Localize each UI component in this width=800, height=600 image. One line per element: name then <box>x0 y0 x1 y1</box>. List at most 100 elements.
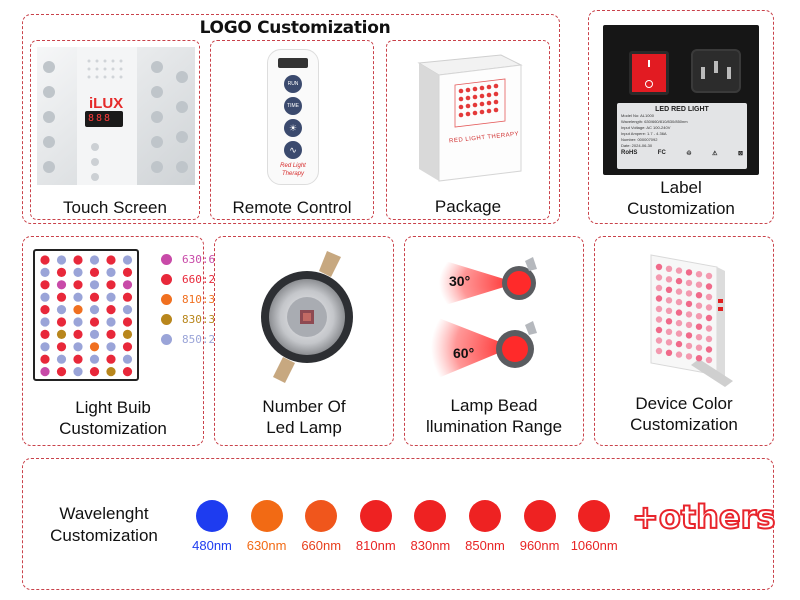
label-caption-line1: Label <box>660 178 702 197</box>
device-led-dot <box>665 265 673 272</box>
wavelength-dot-icon <box>359 500 392 532</box>
bulb-layout-diagram <box>33 249 139 381</box>
touch-screen-display: 888 <box>88 113 113 124</box>
legend-label: 850:24 <box>182 333 222 346</box>
bulb-dot <box>89 329 100 339</box>
weee-icon: ⊠ <box>737 151 743 157</box>
device-led-dot <box>695 313 703 320</box>
device-led-dot <box>695 334 703 341</box>
device-led-dot <box>695 323 703 330</box>
wavelength-dot-icon <box>469 500 501 532</box>
rohs-mark: RoHS <box>621 150 638 156</box>
wavelength-dot-icon <box>523 500 556 532</box>
bulb-dot <box>40 255 50 265</box>
device-led-dot <box>685 300 693 308</box>
label-plate-title: LED RED LIGHT <box>655 106 709 113</box>
bulb-dot <box>106 292 116 302</box>
device-led-dot <box>705 272 713 280</box>
bulb-dot <box>106 305 116 315</box>
device-led-dot <box>655 337 663 344</box>
bulb-dot <box>122 292 133 302</box>
device-led-dot <box>675 298 683 306</box>
device-led-dot <box>705 293 713 301</box>
label-customization-panel: LED RED LIGHT Model No: AL1000 Wavelengt… <box>588 10 774 224</box>
remote-sun-button: ☀ <box>284 119 302 137</box>
device-led-dot <box>685 290 693 297</box>
device-led-dot <box>675 319 683 327</box>
label-plate-line: Input Ampere: 1.7 - 4.36A <box>621 131 667 136</box>
device-led-dot <box>655 326 663 334</box>
wavelength-item: 480nm <box>182 500 242 553</box>
legend-item: 810:3 <box>161 293 215 306</box>
remote-control-caption: Remote Control <box>232 198 352 217</box>
device-color-caption-line1: Device Color <box>635 394 733 413</box>
wavelength-dot-icon <box>196 500 228 532</box>
wavelength-item: 960nm <box>510 500 570 553</box>
warning-icon: ⚠ <box>712 151 718 157</box>
device-led-dot <box>705 314 713 322</box>
device-color-image <box>650 254 733 387</box>
bulb-dot <box>106 317 116 327</box>
others-label: +others <box>631 497 776 537</box>
device-led-dot <box>685 279 693 287</box>
bulb-dot <box>89 267 100 277</box>
bulb-dot <box>89 317 100 327</box>
legend-item: 850:24 <box>161 333 222 346</box>
recycle-icon: ♲ <box>686 151 692 157</box>
remote-brand-line1: Red Light <box>280 163 306 169</box>
device-led-dot <box>695 302 703 309</box>
bulb-dot <box>73 367 83 377</box>
bulb-dot <box>40 267 50 277</box>
logo-customization-title: LOGO Customization <box>150 18 440 38</box>
device-led-dot <box>685 332 693 339</box>
device-led-dot <box>665 328 673 335</box>
bulb-dot <box>73 267 83 277</box>
bulb-dot <box>89 354 100 364</box>
device-led-dot <box>695 344 703 351</box>
device-led-dot <box>685 311 693 318</box>
device-led-dot <box>675 340 683 348</box>
device-led-dot <box>665 286 673 293</box>
device-led-dot <box>655 284 663 292</box>
lamp-bead-panel: 30° 60° Lamp Bead llumination Range <box>404 236 584 446</box>
bulb-dot <box>73 342 83 352</box>
bulb-caption-line1: Light Buib <box>75 398 151 417</box>
touch-screen-caption: Touch Screen <box>63 198 167 217</box>
bulb-dot <box>106 280 116 290</box>
device-led-dot <box>695 271 703 278</box>
device-led-dot <box>685 353 693 360</box>
label-plate-line: Number: 000007092 <box>621 137 658 142</box>
bulb-dot <box>73 305 83 315</box>
wavelength-item: 850nm <box>455 500 515 553</box>
device-led-dot <box>675 288 683 295</box>
bulb-dot <box>89 367 100 377</box>
bulb-dot <box>56 317 67 327</box>
lamp-bead-caption-line1: Lamp Bead <box>450 396 538 415</box>
wavelength-label: 660nm <box>301 538 342 553</box>
bulb-dot <box>122 280 133 290</box>
legend-item: 660:24 <box>161 273 222 286</box>
device-led-dot <box>705 304 713 311</box>
bulb-dot <box>89 342 100 352</box>
wavelength-item: 810nm <box>346 500 406 553</box>
bulb-dot <box>122 317 133 327</box>
legend-dot-icon <box>161 334 172 345</box>
device-led-dot <box>665 339 673 346</box>
bulb-dot <box>40 305 50 315</box>
wavelength-dot-icon <box>414 500 447 532</box>
bulb-dot <box>73 255 83 265</box>
device-led-dot <box>675 309 683 316</box>
bulb-dot <box>73 292 83 302</box>
bulb-dot <box>122 342 133 352</box>
device-led-dot <box>655 347 663 355</box>
label-plate-marks: RoHS FC ♲ ⚠ ⊠ <box>621 150 743 157</box>
wavelength-label: 830nm <box>410 538 451 553</box>
power-switch <box>629 51 669 95</box>
touch-screen-brand: iLUX <box>89 95 124 112</box>
bulb-dot <box>106 255 116 265</box>
device-color-panel: Device Color Customization <box>594 236 774 446</box>
device-led-dot <box>655 274 663 281</box>
bulb-dot <box>73 280 83 290</box>
label-plate: LED RED LIGHT Model No: AL1000 Wavelengt… <box>617 103 747 169</box>
